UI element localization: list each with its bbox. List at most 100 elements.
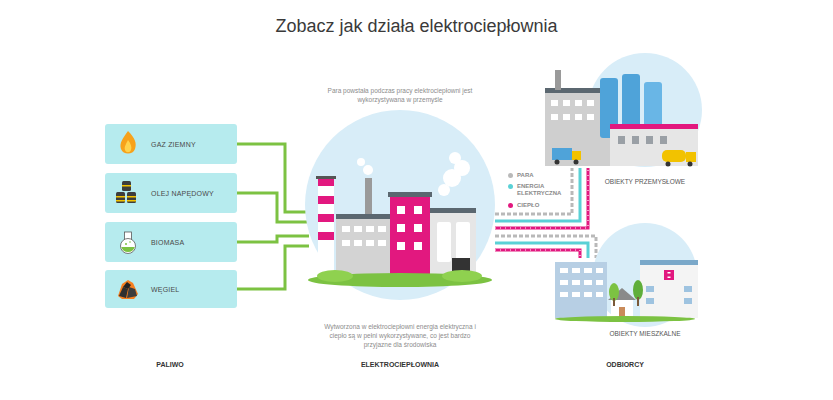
residential-illustration (637, 297, 639, 306)
legend-swatch (508, 203, 513, 208)
barrel-icon (127, 192, 136, 203)
consumer-label: OBIEKTY MIESZKALNE (609, 330, 680, 337)
residential-illustration (646, 286, 654, 292)
legend-text: PARA (517, 172, 567, 179)
flame-icon (125, 140, 132, 152)
industrial-illustration (563, 100, 570, 106)
plant-illustration (437, 222, 451, 262)
plant-illustration (342, 226, 350, 232)
industrial-illustration (632, 136, 639, 144)
legend: PARA ENERGIA ELEKTRYCZNA CIEPŁO (508, 172, 568, 213)
residential-illustration (646, 298, 654, 304)
column-label: ELEKTROCIEPŁOWNIA (361, 360, 439, 370)
supply-line-dots (495, 168, 588, 228)
residential-illustration (555, 316, 695, 322)
coal-icon (118, 280, 138, 299)
barrel-icon (116, 181, 136, 203)
plant-illustration (388, 192, 432, 197)
plant-illustration (390, 196, 430, 276)
plant-illustration (449, 152, 461, 164)
plant-illustration (357, 158, 365, 166)
plant-illustration (442, 270, 482, 282)
legend-item: PARA (508, 172, 568, 179)
residential-illustration (572, 292, 580, 297)
residential-illustration (646, 286, 692, 304)
flame-icon (120, 131, 135, 154)
supply-line (495, 168, 588, 228)
plant-illustration (336, 214, 390, 219)
column-label: PALIWO (156, 360, 183, 370)
industrial-illustration (563, 114, 570, 120)
residential-illustration (684, 298, 692, 304)
residential-illustration (572, 268, 580, 273)
plant-illustration (318, 214, 334, 222)
plant-illustration (378, 240, 386, 246)
plant-illustration (366, 240, 374, 246)
column-label: ODBIORCY (606, 360, 644, 370)
fuel-line (237, 246, 309, 289)
plant-illustration (397, 206, 405, 214)
industrial-illustration (551, 100, 558, 106)
plant-illustration (363, 165, 373, 175)
flask-icon (121, 232, 136, 254)
legend-text: CIEPŁO (517, 202, 567, 209)
supply-line (495, 168, 572, 214)
residential-illustration (596, 280, 603, 285)
barrel-icon (116, 192, 125, 203)
flame-icon (120, 131, 135, 154)
legend-swatch (508, 184, 513, 189)
flask-icon (129, 241, 131, 243)
diagram-title: Zobacz jak działa elektrociepłownia (0, 16, 833, 37)
flask-icon (121, 247, 134, 252)
legend-swatch (508, 173, 513, 178)
residential-illustration (560, 280, 568, 285)
plant-illustration (316, 176, 336, 179)
legend-item: ENERGIA ELEKTRYCZNA (508, 183, 568, 197)
industrial-illustration (574, 160, 579, 165)
plant-illustration (378, 226, 386, 232)
residential-illustration (572, 280, 580, 285)
industrial-illustration (587, 100, 594, 106)
residential-illustration (560, 268, 603, 297)
industrial-illustration (575, 100, 582, 106)
barrel-icon (122, 181, 131, 191)
residential-illustration (684, 286, 692, 292)
industrial-illustration (575, 114, 582, 120)
fuel-line (237, 236, 309, 242)
plant-illustration (318, 196, 334, 204)
supply-line (495, 250, 580, 258)
industrial-illustration (688, 162, 693, 167)
barrel-icon (122, 185, 131, 187)
industrial-illustration (610, 124, 698, 129)
industrial-illustration (587, 114, 594, 120)
flask-icon (125, 243, 127, 245)
legend-item: CIEPŁO (508, 202, 568, 209)
coal-icon (118, 280, 138, 299)
plant-illustration (342, 240, 350, 246)
background-circle (305, 110, 495, 300)
supply-line (495, 236, 596, 258)
residential-illustration (584, 292, 592, 297)
residential-illustration (555, 262, 607, 318)
residential-illustration (640, 260, 698, 265)
plant-illustration (365, 178, 372, 218)
plant-illustration (438, 184, 450, 196)
barrel-icon (127, 200, 136, 202)
plant-illustration (414, 206, 422, 214)
residential-illustration (665, 274, 673, 277)
supply-lines (495, 236, 596, 258)
residential-illustration (640, 264, 698, 318)
residential-illustration (596, 268, 603, 273)
industrial-illustration (666, 162, 671, 167)
industrial-illustration (555, 70, 561, 90)
fuel-line (237, 236, 309, 242)
fuel-line (237, 144, 309, 212)
plant-illustration (397, 224, 405, 232)
fuel-label: WĘGIEL (151, 286, 179, 293)
plant-illustration (414, 224, 422, 232)
plant-illustration (336, 218, 390, 276)
barrel-icon (116, 196, 125, 198)
coal-icon (123, 282, 131, 289)
industrial-illustration (686, 152, 696, 162)
